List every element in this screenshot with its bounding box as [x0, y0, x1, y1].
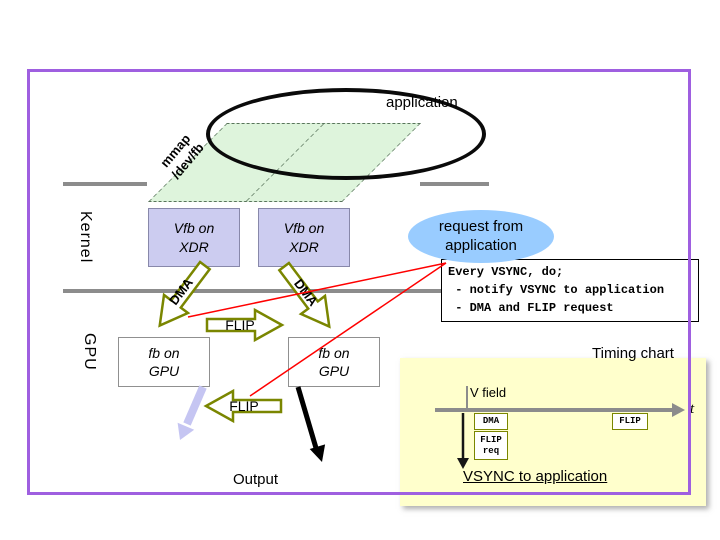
time-axis-label: t — [690, 401, 695, 417]
gpu-label: GPU — [81, 333, 98, 371]
application-label: application — [386, 94, 458, 111]
vfb-box-1: Vfb on XDR — [148, 208, 240, 267]
flip-arrow-bottom-label: FLIP — [229, 398, 259, 414]
application-ellipse — [206, 88, 486, 180]
display-arrow-line — [183, 385, 207, 426]
timing-chart-title: Timing chart — [592, 345, 674, 362]
output-label: Output — [233, 471, 279, 488]
output-arrow-line — [295, 386, 319, 449]
flip-chip: FLIP — [612, 413, 648, 430]
time-axis-arrowhead-icon — [672, 403, 685, 417]
vsync-down-arrowhead-icon — [457, 458, 469, 469]
fb-gpu-box-1: fb on GPU — [118, 337, 210, 387]
v-field-label: V field — [470, 385, 507, 400]
fb-gpu-box-2: fb on GPU — [288, 337, 380, 387]
kernel-label: Kernel — [77, 211, 94, 264]
vsync-note: Every VSYNC, do; - notify VSYNC to appli… — [441, 259, 699, 322]
flip-arrow-top-label: FLIP — [225, 317, 255, 333]
vfb-box-2: Vfb on XDR — [258, 208, 350, 267]
flip-req-chip: FLIP req — [474, 431, 508, 460]
dma-chip: DMA — [474, 413, 508, 430]
time-axis — [435, 386, 685, 469]
request-bubble: request from application — [408, 210, 554, 263]
timing-chart-panel: V field t DMA FLIP req FLIP VSYNC to app… — [400, 358, 706, 506]
vsync-to-application-label: VSYNC to application — [463, 468, 608, 485]
display-arrowhead-icon — [177, 422, 195, 440]
flip-arrow-left-icon — [203, 388, 283, 424]
output-arrowhead-icon — [309, 444, 326, 462]
